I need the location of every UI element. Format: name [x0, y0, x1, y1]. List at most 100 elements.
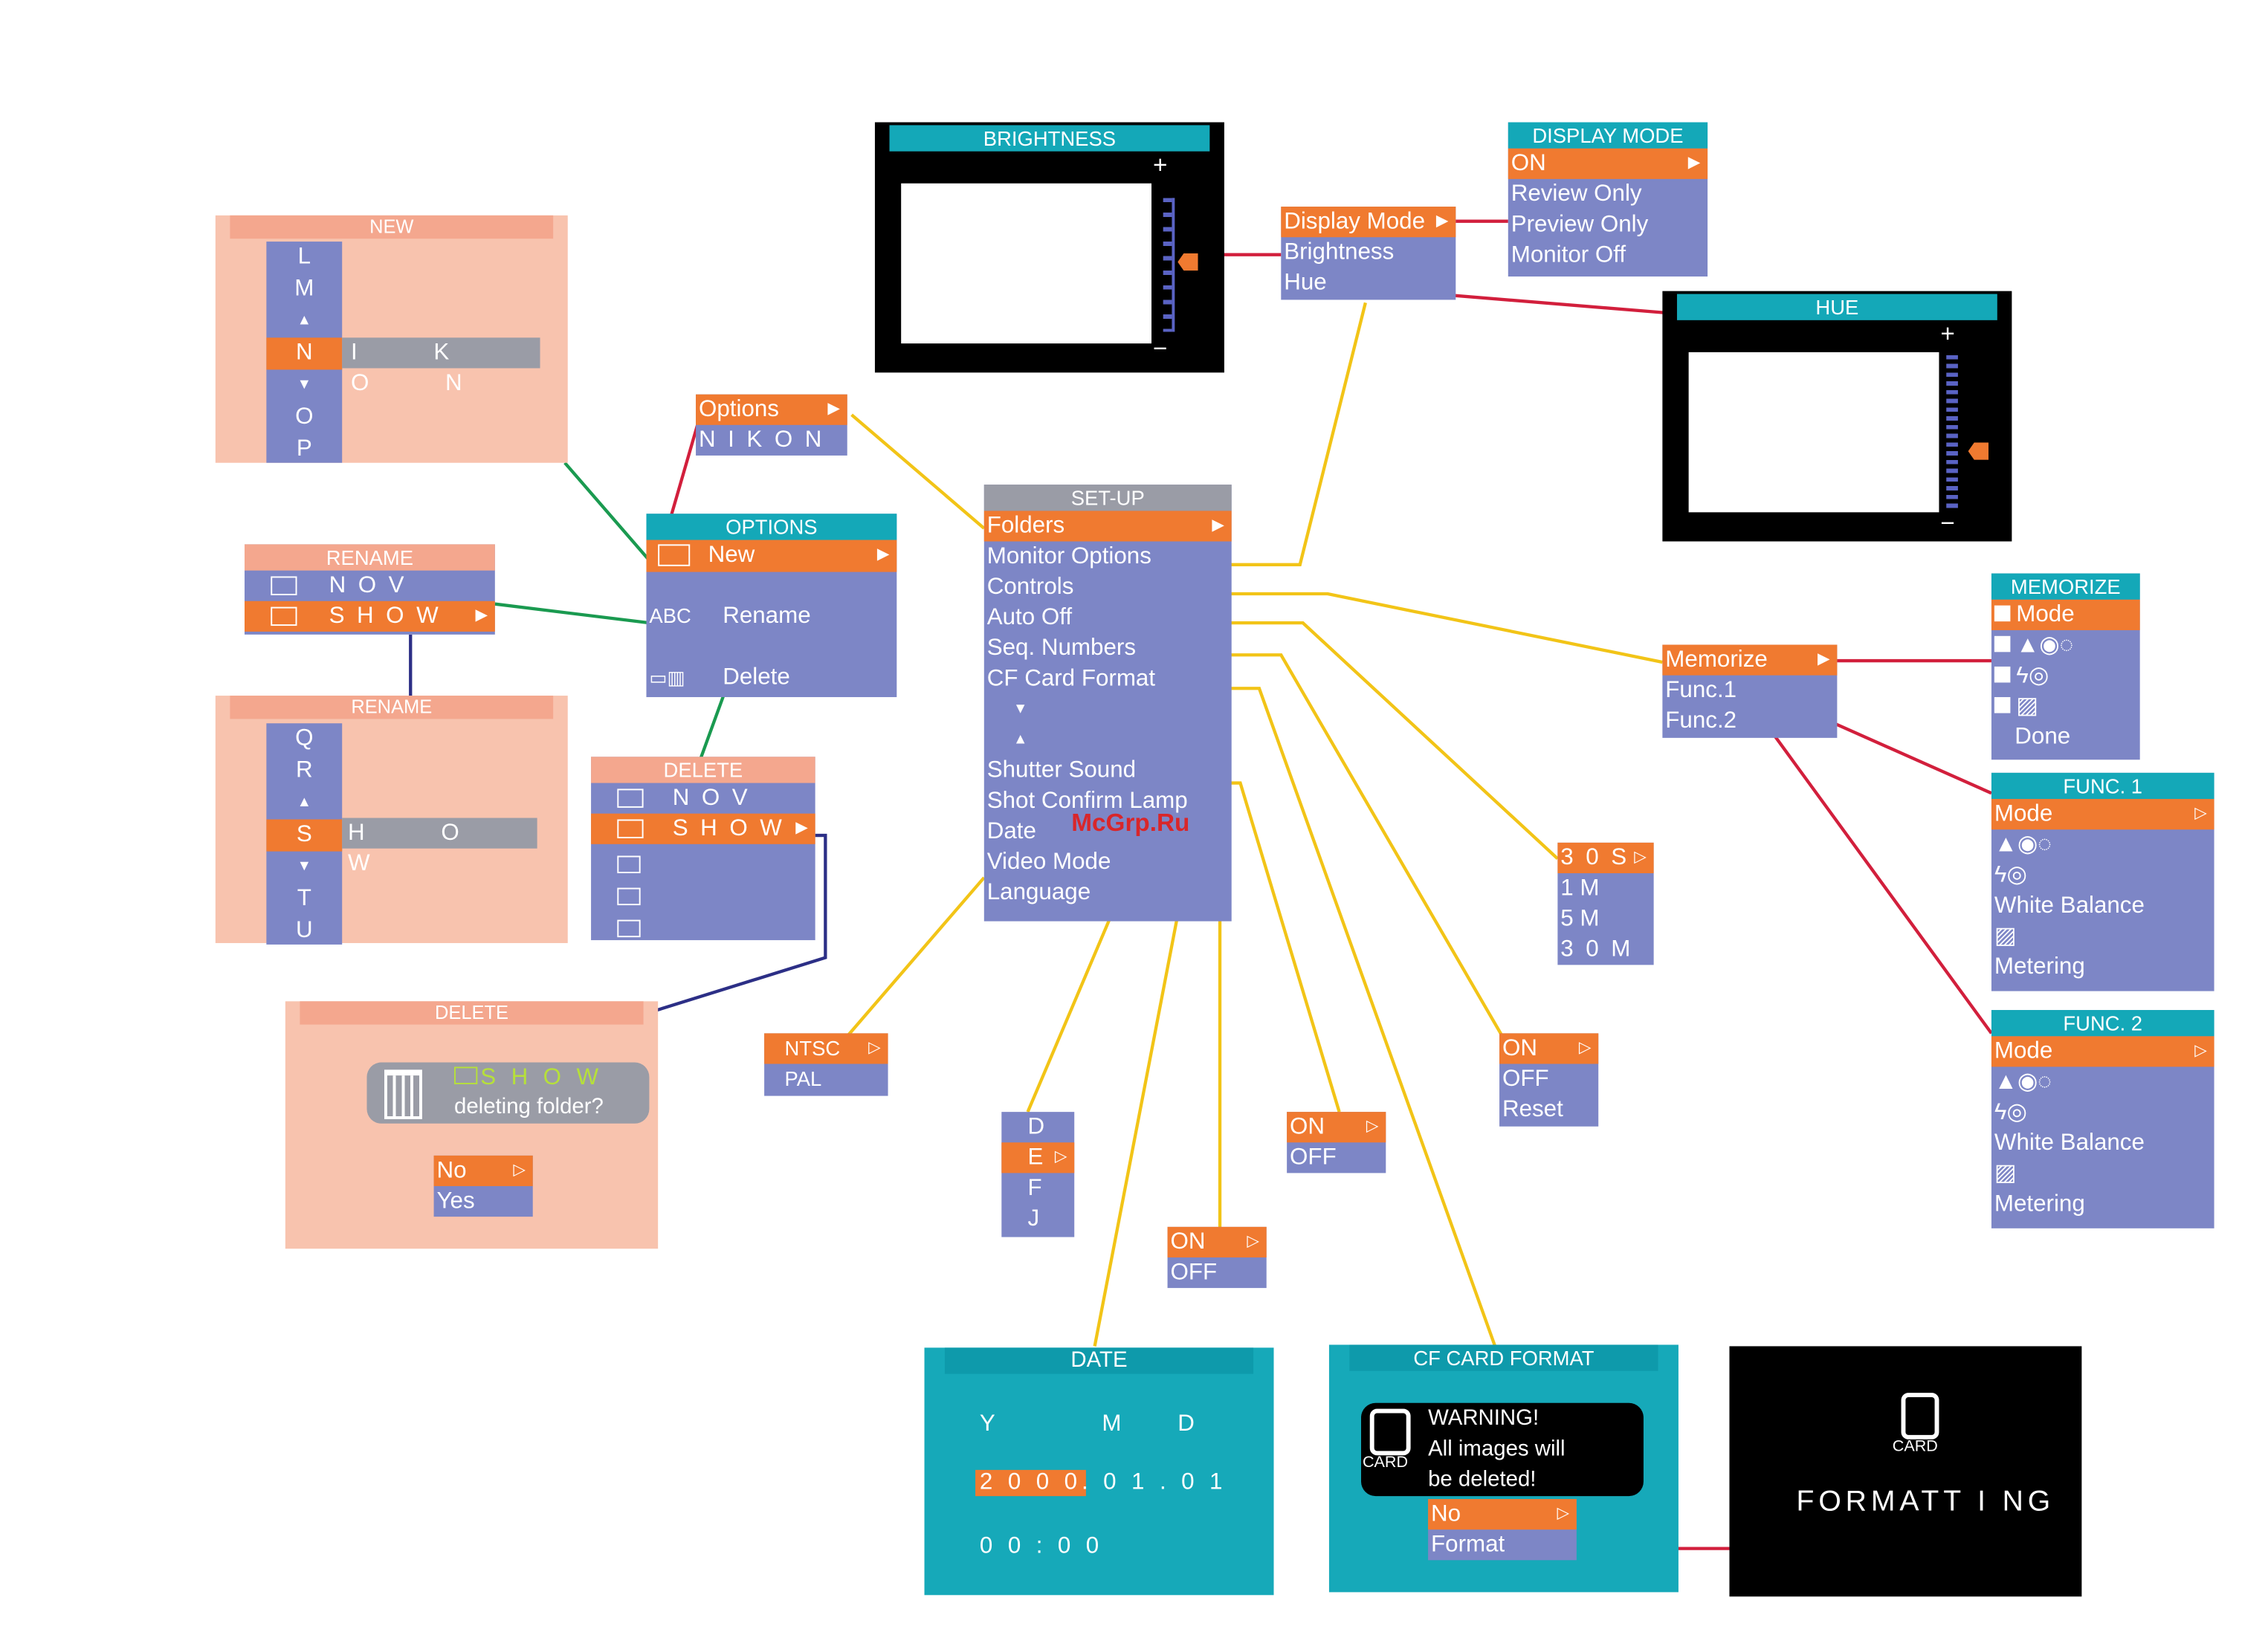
- letter-u[interactable]: U: [295, 918, 313, 943]
- letter-n[interactable]: N: [266, 337, 343, 370]
- controls-func1[interactable]: Func.1: [1665, 678, 1737, 703]
- auto-off-5m[interactable]: 5 M: [1560, 907, 1600, 932]
- language-d[interactable]: D: [1027, 1115, 1045, 1140]
- memorize-done[interactable]: Done: [2015, 725, 2071, 750]
- date-month-day[interactable]: . 0 1 . 0 1: [1082, 1469, 1227, 1495]
- options-item[interactable]: Options▶: [696, 394, 847, 425]
- cf-format-format[interactable]: Format: [1431, 1532, 1505, 1558]
- rename-show[interactable]: S H O W▶: [244, 600, 495, 632]
- func1-metering[interactable]: Metering: [1994, 954, 2085, 980]
- seq-reset[interactable]: Reset: [1502, 1097, 1563, 1122]
- display-mode-off[interactable]: Monitor Off: [1511, 243, 1626, 268]
- controls-func2[interactable]: Func.2: [1665, 708, 1737, 734]
- func1-menu: FUNC. 1 Mode▷ ▲◉◌ ϟ◎ White Balance ▨ Met…: [1991, 772, 2214, 991]
- delete-no[interactable]: No▷: [433, 1155, 533, 1187]
- date-year-field[interactable]: 2 0 0 0: [975, 1469, 1086, 1497]
- letter-l[interactable]: L: [297, 244, 311, 270]
- memorize-mode[interactable]: Mode: [1991, 599, 2140, 630]
- options-new[interactable]: New▶: [646, 540, 897, 572]
- cf-format-title: CF CARD FORMAT: [1349, 1344, 1658, 1371]
- letter-t[interactable]: T: [297, 886, 311, 911]
- func2-title: FUNC. 2: [1991, 1010, 2214, 1037]
- folder-name-item[interactable]: N I K O N: [698, 427, 825, 453]
- options-delete[interactable]: ▭▥ Delete: [646, 662, 896, 693]
- display-mode-review[interactable]: Review Only: [1511, 181, 1642, 207]
- auto-off-30m[interactable]: 3 0 M: [1560, 937, 1634, 962]
- rename-abc-icon: ABC: [649, 603, 691, 628]
- auto-off-menu: 3 0 S▷ 1 M 5 M 3 0 M: [1557, 842, 1654, 965]
- link-rename: [494, 602, 650, 625]
- memorize-scene[interactable]: ▲◉◌: [1991, 630, 2140, 661]
- func1-metering-icon: ▨: [1994, 924, 2017, 949]
- func2-metering[interactable]: Metering: [1994, 1191, 2085, 1217]
- delete-yes[interactable]: Yes: [436, 1188, 475, 1214]
- rename-letter-picker[interactable]: Q R ▲ S ▼ T U: [266, 723, 343, 945]
- func1-mode[interactable]: Mode▷: [1991, 799, 2214, 830]
- setup-shot-confirm-lamp[interactable]: Shot Confirm Lamp: [986, 789, 1188, 814]
- letter-o[interactable]: O: [295, 404, 314, 430]
- shutter-on[interactable]: ON▷: [1287, 1112, 1386, 1143]
- func2-white-balance[interactable]: White Balance: [1994, 1130, 2145, 1156]
- date-time[interactable]: 0 0 : 0 0: [979, 1534, 1104, 1559]
- letter-r[interactable]: R: [295, 758, 313, 783]
- empty-folder-icon: [617, 855, 641, 873]
- lamp-on[interactable]: ON▷: [1167, 1226, 1267, 1257]
- warning-line-1: WARNING!: [1428, 1405, 1540, 1431]
- display-mode-on[interactable]: ON▶: [1508, 148, 1708, 179]
- brightness-slider[interactable]: [1163, 198, 1175, 332]
- chevron-down-icon: ▼: [1012, 701, 1028, 718]
- controls-memorize[interactable]: Memorize▶: [1662, 644, 1838, 676]
- menu-item-hue[interactable]: Hue: [1284, 271, 1327, 296]
- language-j[interactable]: J: [1027, 1206, 1040, 1231]
- auto-off-30s[interactable]: 3 0 S▷: [1557, 842, 1654, 873]
- menu-item-brightness[interactable]: Brightness: [1284, 240, 1395, 265]
- letter-q[interactable]: Q: [295, 726, 314, 751]
- seq-on[interactable]: ON▷: [1499, 1033, 1599, 1064]
- auto-off-1m[interactable]: 1 M: [1560, 875, 1600, 901]
- memorize-metering[interactable]: ▨: [1991, 691, 2140, 722]
- setup-date[interactable]: Date: [986, 819, 1036, 844]
- hue-slider[interactable]: [1946, 354, 1958, 510]
- new-panel-title: NEW: [230, 215, 554, 239]
- hue-minus: −: [1940, 509, 1955, 537]
- letter-m[interactable]: M: [294, 276, 314, 302]
- setup-seq-numbers[interactable]: Seq. Numbers: [986, 635, 1136, 661]
- language-f[interactable]: F: [1027, 1176, 1042, 1201]
- shutter-off[interactable]: OFF: [1290, 1145, 1337, 1171]
- new-letter-picker[interactable]: L M ▲ N ▼ O P: [266, 242, 343, 463]
- setup-controls[interactable]: Controls: [986, 574, 1074, 600]
- video-ntsc[interactable]: NTSC▷: [764, 1033, 888, 1064]
- letter-p[interactable]: P: [296, 436, 312, 462]
- func2-mode[interactable]: Mode▷: [1991, 1036, 2214, 1067]
- delete-nov[interactable]: N O V: [591, 783, 815, 814]
- rename-nov[interactable]: N O V: [245, 571, 495, 601]
- setup-folders[interactable]: Folders▶: [983, 511, 1232, 542]
- folder-icon: [658, 544, 691, 566]
- options-rename[interactable]: ABC Rename: [646, 601, 896, 632]
- metering-icon: ▨: [2016, 694, 2038, 719]
- language-e[interactable]: E▷: [1001, 1142, 1075, 1173]
- video-pal[interactable]: PAL: [784, 1066, 822, 1090]
- flash-icon: ϟ◎: [2016, 663, 2049, 689]
- setup-cf-card-format[interactable]: CF Card Format: [986, 666, 1156, 692]
- lamp-off[interactable]: OFF: [1170, 1260, 1218, 1286]
- menu-item-display-mode[interactable]: Display Mode▶: [1281, 207, 1456, 238]
- watermark-text: McGrp.Ru: [1071, 809, 1190, 838]
- setup-shutter-sound[interactable]: Shutter Sound: [986, 758, 1137, 783]
- delete-show[interactable]: S H O W▶: [591, 813, 815, 844]
- delete-panel-title: DELETE: [300, 1001, 644, 1025]
- display-mode-preview[interactable]: Preview Only: [1511, 212, 1649, 238]
- letter-s[interactable]: S: [266, 819, 343, 852]
- func1-white-balance[interactable]: White Balance: [1994, 893, 2145, 919]
- setup-language[interactable]: Language: [986, 880, 1091, 906]
- brightness-minus: −: [1152, 334, 1168, 363]
- setup-auto-off[interactable]: Auto Off: [986, 605, 1073, 630]
- seq-off[interactable]: OFF: [1502, 1066, 1549, 1092]
- setup-monitor-options[interactable]: Monitor Options: [986, 544, 1151, 569]
- func1-flash-icons: ϟ◎: [1991, 860, 2214, 890]
- cf-format-no[interactable]: No▷: [1428, 1499, 1577, 1530]
- link-setup-options: [850, 413, 986, 530]
- memorize-flash[interactable]: ϟ◎: [1991, 661, 2140, 691]
- new-name-strip: I K O N: [342, 337, 540, 396]
- setup-video-mode[interactable]: Video Mode: [986, 849, 1111, 875]
